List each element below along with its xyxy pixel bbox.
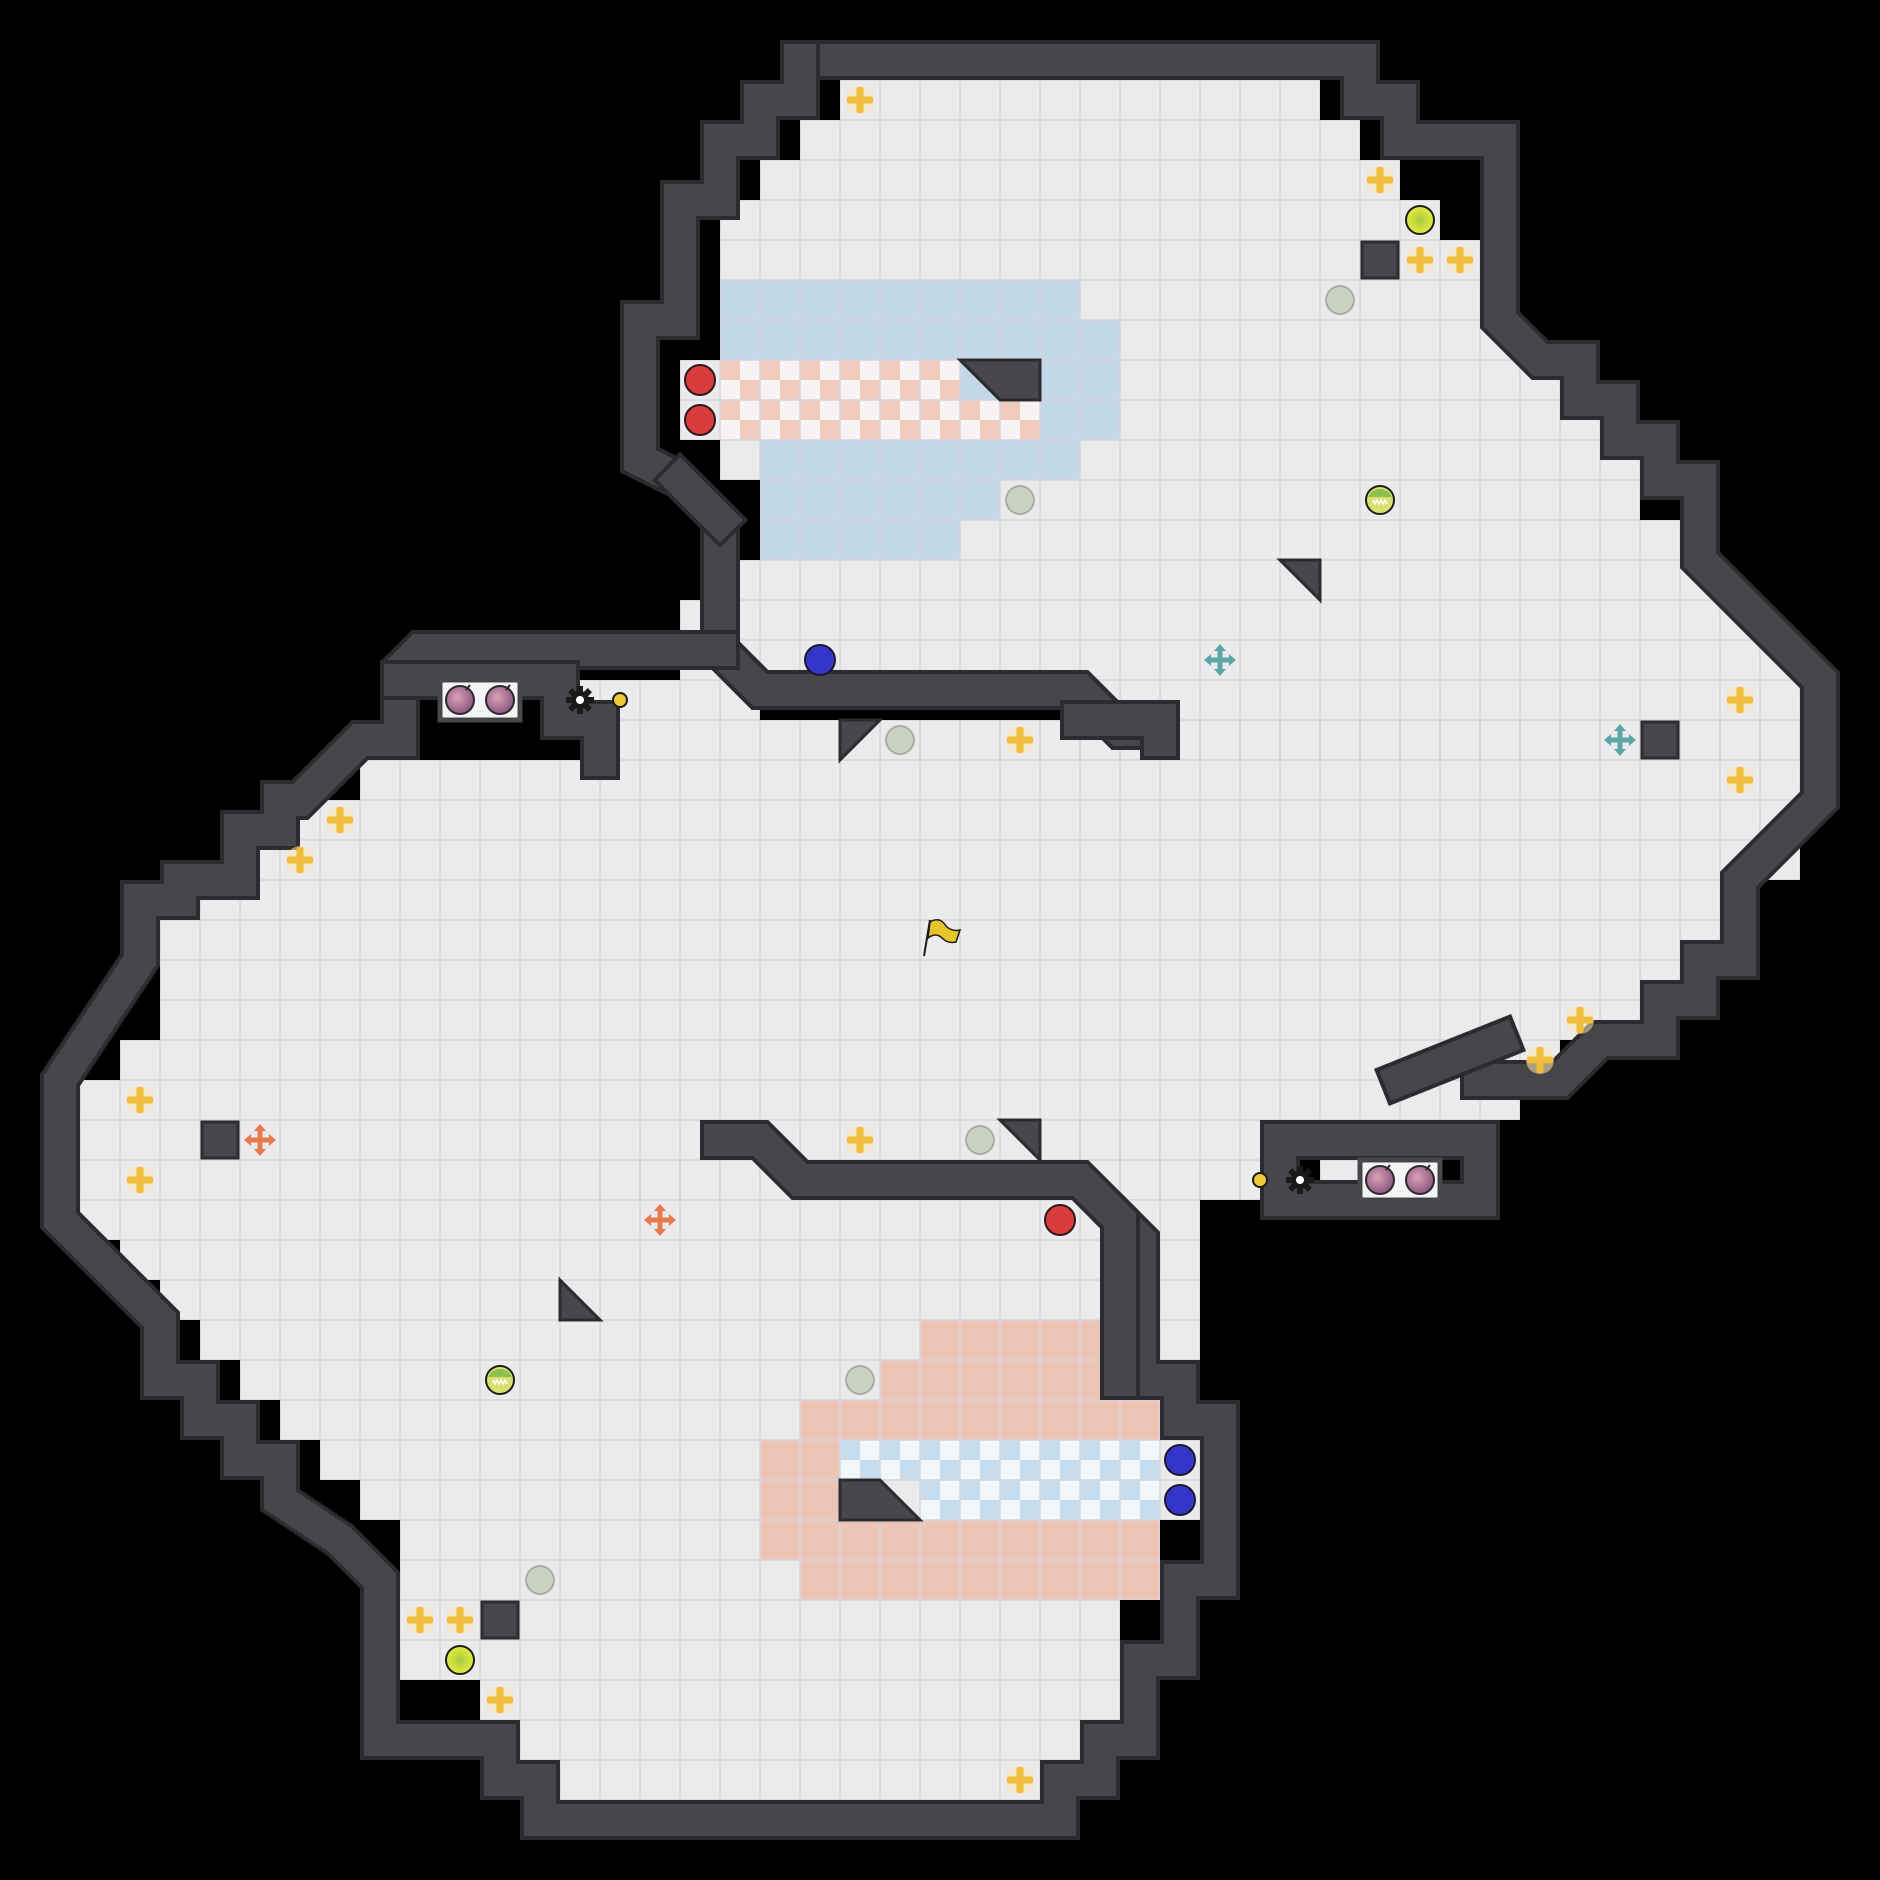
wedge-block (838, 1478, 924, 1522)
ammo-pickup-icon (885, 725, 915, 755)
booster-arrows-icon (644, 1204, 676, 1236)
wall-segment-inner (704, 1124, 1136, 1396)
health-pickup-icon (1406, 246, 1434, 274)
health-pickup-icon (1006, 726, 1034, 754)
health-pickup-icon (126, 1166, 154, 1194)
health-pickup-icon (1726, 766, 1754, 794)
health-pickup-icon (1726, 686, 1754, 714)
wedge-block (558, 1276, 604, 1322)
blue-team-spawn (1164, 1484, 1196, 1516)
health-pickup-icon (1366, 166, 1394, 194)
health-pickup-icon (846, 1126, 874, 1154)
health-pickup-icon (326, 806, 354, 834)
wedge-block (956, 358, 1042, 402)
coin-dot-icon (612, 692, 628, 708)
mine-bomb-icon (1405, 1164, 1435, 1195)
wedge-block (838, 718, 884, 764)
health-pickup-icon (1566, 1006, 1594, 1034)
pillar-block (200, 1120, 240, 1160)
wedge-block (996, 1118, 1042, 1164)
wedge-block (1276, 558, 1322, 604)
health-pickup-icon (1526, 1046, 1554, 1074)
mine-bomb-icon (1365, 1164, 1395, 1195)
wall-segment-inner (1064, 704, 1176, 756)
gear-trap-icon (566, 686, 594, 714)
health-pickup-icon (486, 1686, 514, 1714)
blue-team-spawn (804, 644, 836, 676)
booster-arrows-icon (1604, 724, 1636, 756)
ammo-pickup-icon (1325, 285, 1355, 315)
wall-segment-inner (1264, 1124, 1496, 1216)
wall-segment-inner (1379, 1019, 1521, 1101)
blue-team-spawn (1164, 1444, 1196, 1476)
coin-dot-icon (1252, 1172, 1268, 1188)
health-pickup-icon (406, 1606, 434, 1634)
mine-bomb-icon (445, 684, 475, 715)
ammo-pickup-icon (965, 1125, 995, 1155)
powerup-orb-icon (1405, 205, 1435, 235)
health-pickup-icon (126, 1086, 154, 1114)
shield-orb-icon (485, 1365, 515, 1395)
wall-segment-inner (44, 634, 1236, 1836)
wall-segment-inner (624, 44, 1176, 746)
gear-trap-icon (1286, 1166, 1314, 1194)
booster-arrows-icon (244, 1124, 276, 1156)
ammo-pickup-icon (845, 1365, 875, 1395)
health-pickup-icon (1446, 246, 1474, 274)
wall-segment-inner (784, 44, 1836, 1096)
mine-bomb-icon (485, 684, 515, 715)
health-pickup-icon (286, 846, 314, 874)
wall-segment-inner (657, 457, 743, 543)
powerup-orb-icon (445, 1645, 475, 1675)
health-pickup-icon (1006, 1766, 1034, 1794)
pillar-block (1640, 720, 1680, 760)
ammo-pickup-icon (525, 1565, 555, 1595)
red-team-spawn (684, 364, 716, 396)
wall-outline (40, 40, 1840, 1840)
booster-arrows-icon (1204, 644, 1236, 676)
flag-icon (923, 919, 962, 957)
red-team-spawn (684, 404, 716, 436)
health-pickup-icon (846, 86, 874, 114)
pillar-block (480, 1600, 520, 1640)
shield-orb-icon (1365, 485, 1395, 515)
health-pickup-icon (446, 1606, 474, 1634)
red-team-spawn (1044, 1204, 1076, 1236)
pillar-block (1360, 240, 1400, 280)
ammo-pickup-icon (1005, 485, 1035, 515)
